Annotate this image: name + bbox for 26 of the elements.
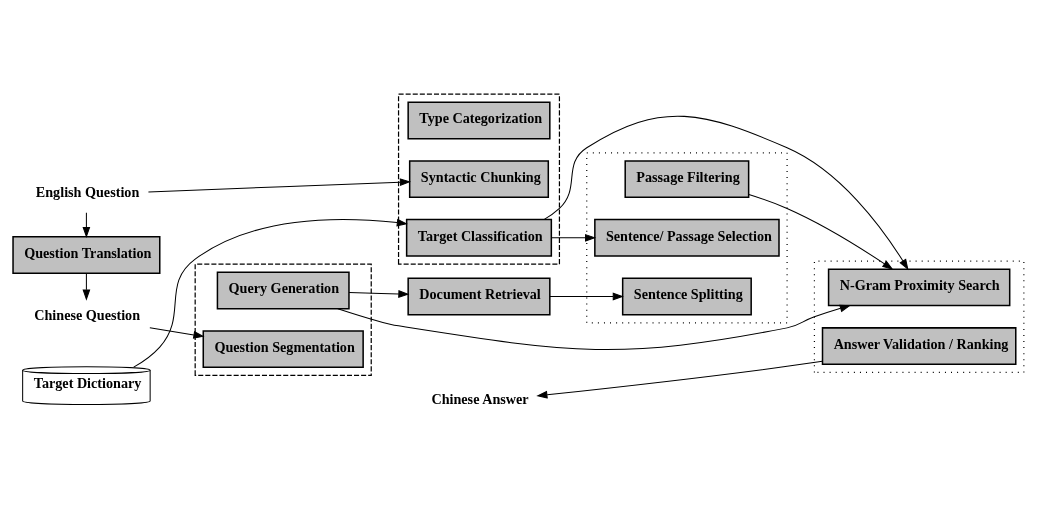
- arrow: [549, 292, 624, 301]
- node-box: Sentence/ Passage Selection: [594, 218, 780, 257]
- node-box: Type Categorization: [407, 101, 551, 140]
- node-box: Sentence Splitting: [621, 277, 752, 316]
- arrow: [337, 304, 851, 350]
- arrow: [543, 115, 909, 271]
- node-text: Chinese Question: [34, 307, 141, 324]
- node-box: Target Classification: [405, 218, 553, 257]
- arrow: [348, 290, 410, 298]
- node-box: N-Gram Proximity Search: [827, 268, 1011, 307]
- node-box: Question Translation: [12, 236, 161, 274]
- node-text: English Question: [35, 184, 140, 201]
- arrow: [82, 212, 91, 239]
- node-box: Query Generation: [216, 271, 350, 310]
- arrow: [149, 327, 205, 339]
- node-box: Document Retrieval: [407, 277, 551, 316]
- arrow: [550, 233, 597, 242]
- node-box: Passage Filtering: [624, 160, 750, 199]
- node-box: Answer Validation / Ranking: [821, 327, 1017, 366]
- arrow: [536, 360, 823, 399]
- node-box: Question Segmentation: [202, 330, 364, 369]
- arrow: [748, 194, 894, 270]
- node-box: Syntactic Chunking: [408, 160, 550, 199]
- node-text: Chinese Answer: [431, 391, 529, 408]
- arrow: [82, 272, 91, 301]
- arrow: [147, 178, 412, 193]
